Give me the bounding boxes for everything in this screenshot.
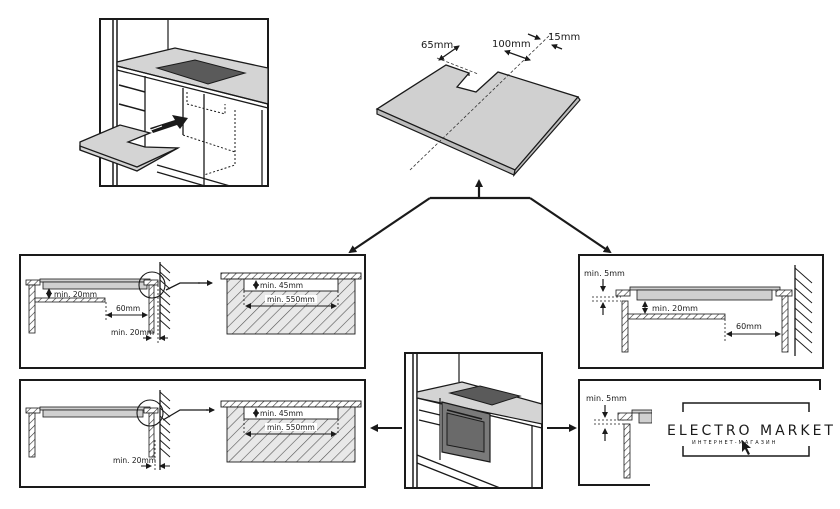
- side-gap-label: 60mm: [736, 322, 762, 331]
- flush-mount-panel-top: min. 5mm min. 20mm 60mm: [578, 254, 824, 369]
- cutout-width-label: 100mm: [492, 39, 531, 50]
- detail-depth-label: min. 45mm: [260, 281, 303, 290]
- wall-gap-label: min. 20mm: [113, 456, 156, 465]
- top-gap-label: min. 5mm: [586, 394, 627, 403]
- cutout-depth-label: 65mm: [421, 40, 453, 51]
- side-gap-label: 60mm: [116, 304, 140, 313]
- countertop-cutout-illustration: 65mm 100mm 15mm: [375, 32, 581, 178]
- side-clearance-panel-bottom: min. 20mm min. 45mm min. 550mm: [19, 379, 366, 488]
- under-gap-label: min. 20mm: [54, 290, 97, 299]
- detail-width-label: min. 550mm: [267, 295, 315, 304]
- flow-connector: [348, 179, 612, 432]
- cursor-icon: [742, 440, 751, 455]
- watermark-subtitle: ИНТЕРНЕТ-МАГАЗИН: [692, 440, 777, 446]
- wall-gap-label: min. 20mm: [111, 328, 154, 337]
- flush-mount-panel-bottom: min. 5mm: [578, 379, 821, 486]
- under-gap-label: min. 20mm: [652, 304, 698, 313]
- insert-arrow-icon: [145, 115, 188, 133]
- kitchen-insert-illustration: [79, 18, 269, 187]
- electro-market-watermark: ELECTRO MARKET ИНТЕРНЕТ-МАГАЗИН: [652, 390, 836, 490]
- side-clearance-panel-top: min. 20mm 60mm min. 20mm min. 45mm min. …: [19, 254, 366, 369]
- watermark-title: ELECTRO MARKET: [667, 423, 836, 439]
- oven-hob-illustration: [404, 352, 543, 489]
- detail-depth-label: min. 45mm: [260, 409, 303, 418]
- top-gap-label: min. 5mm: [584, 269, 625, 278]
- cutout-offset-label: 15mm: [548, 32, 580, 43]
- detail-width-label: min. 550mm: [267, 423, 315, 432]
